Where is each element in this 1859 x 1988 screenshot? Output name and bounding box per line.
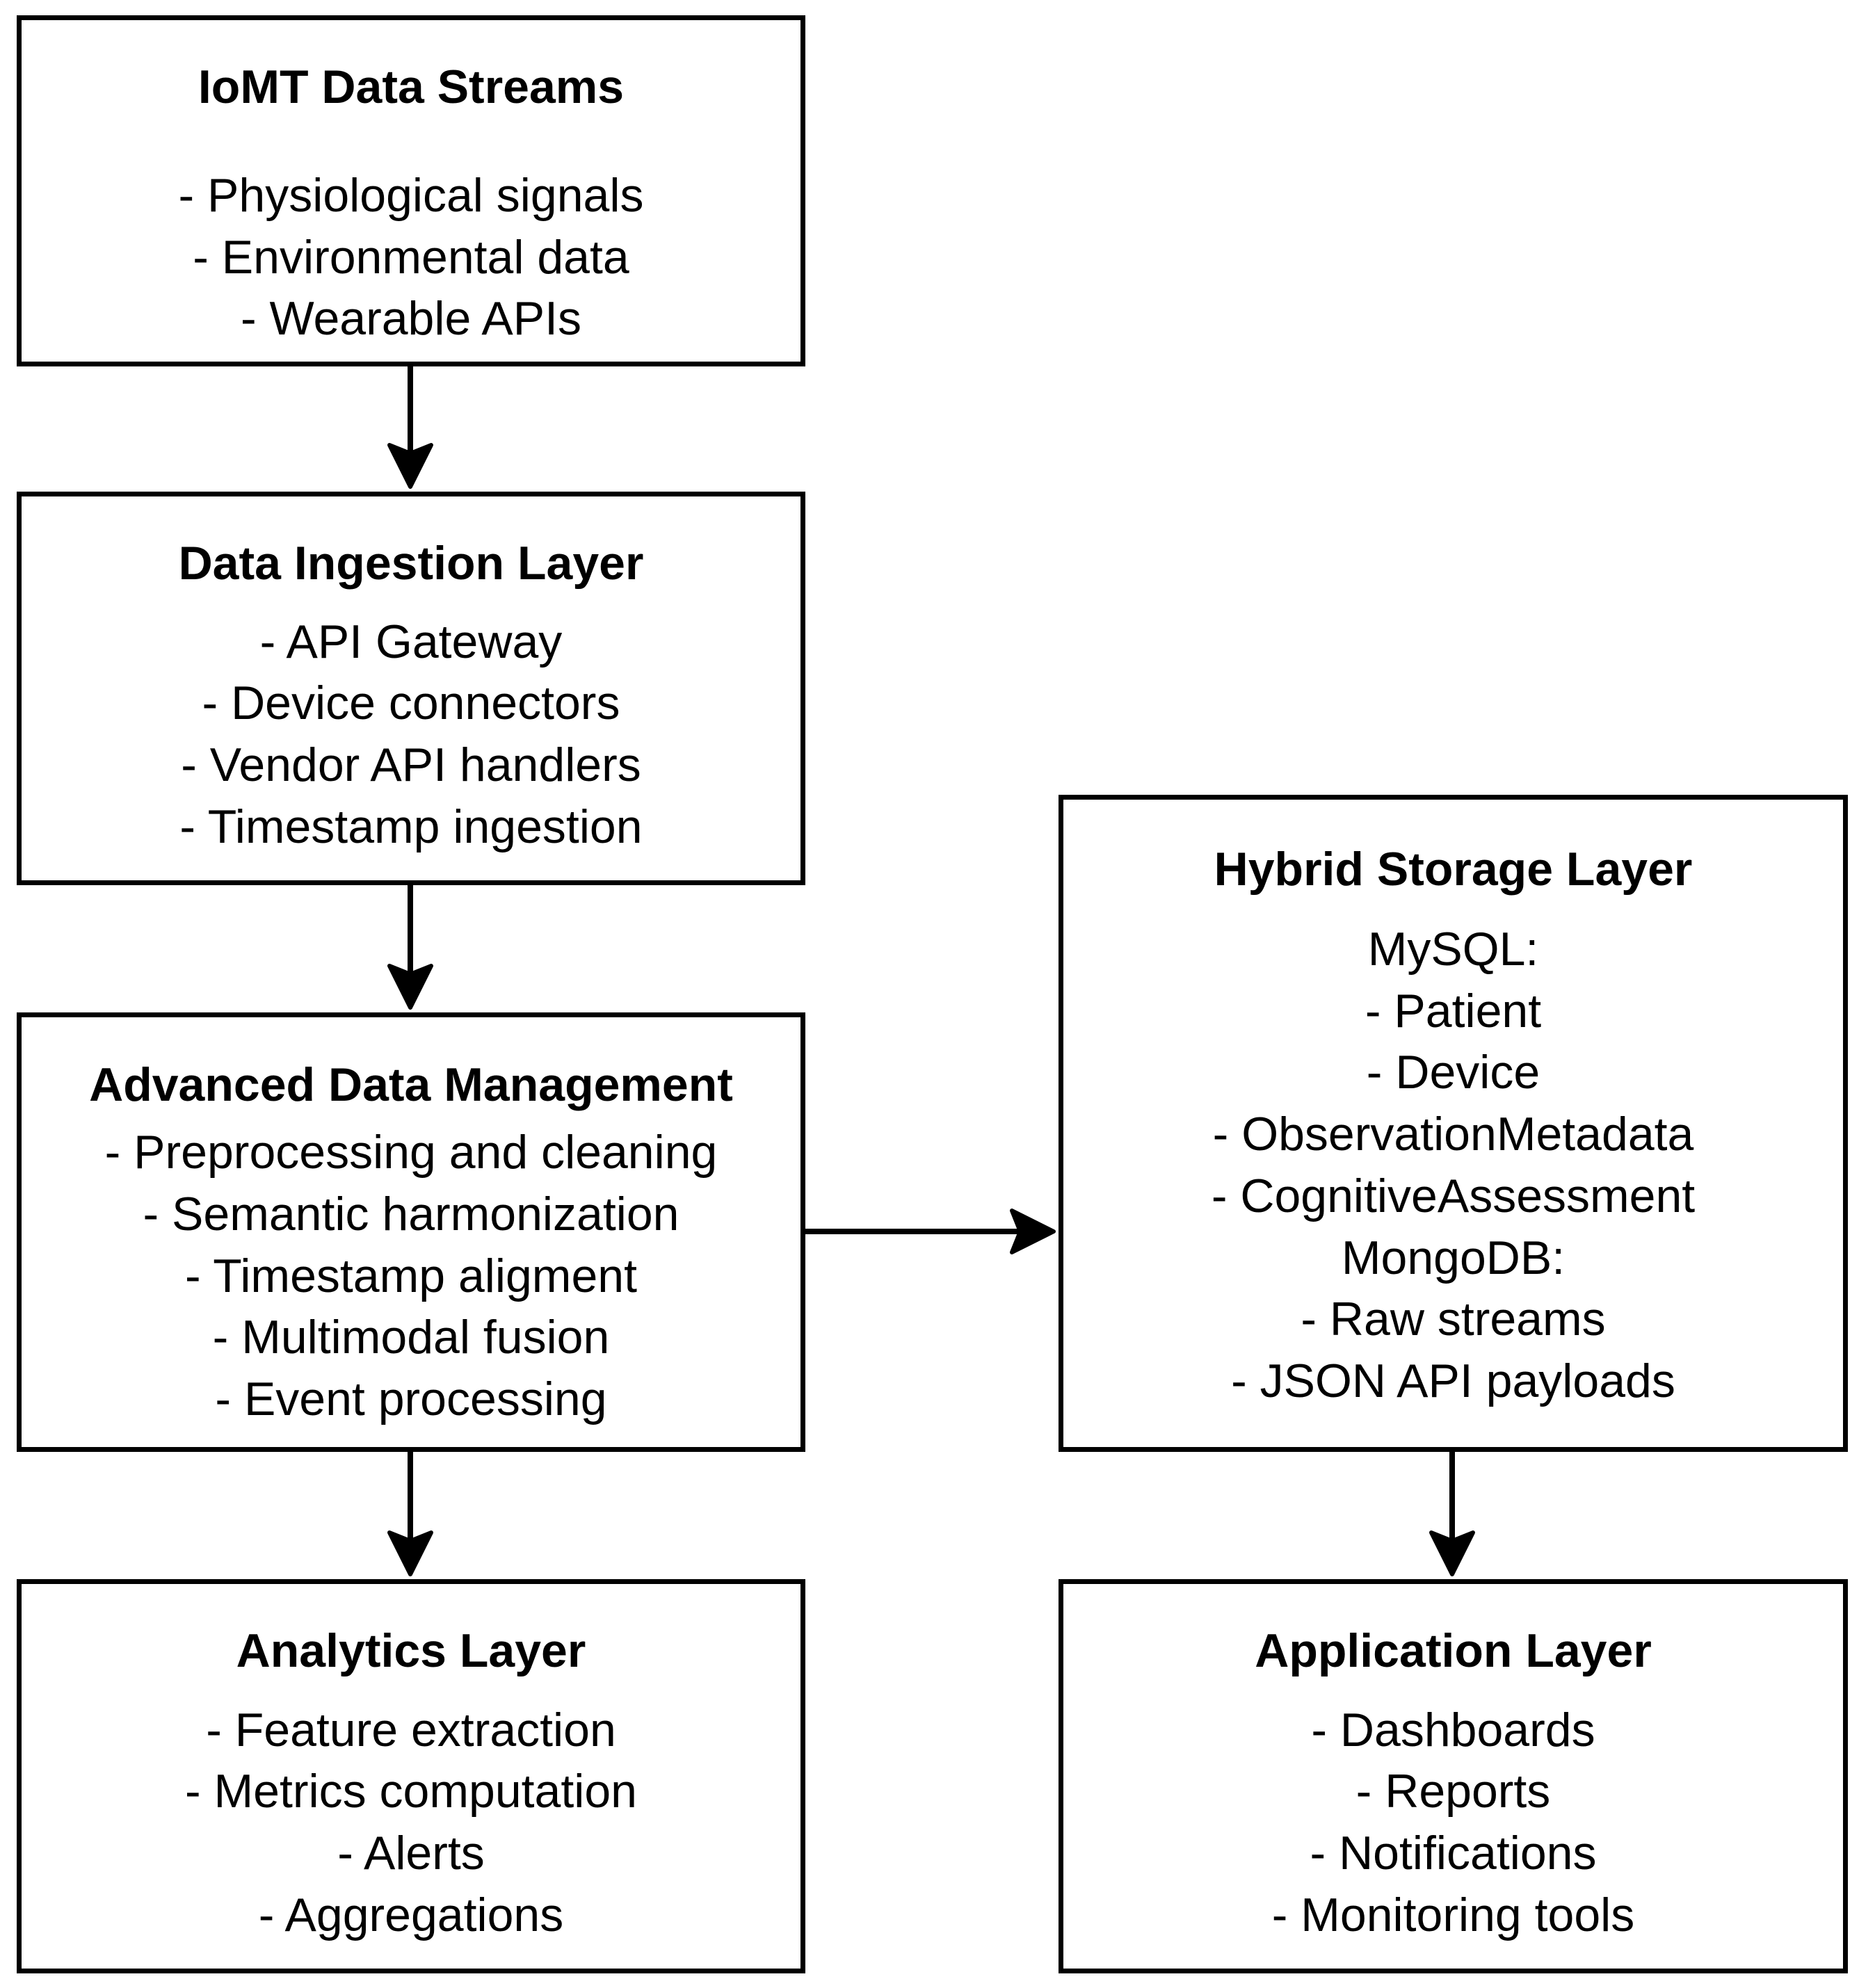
box-line: - Vendor API handlers [181,738,641,791]
box-line: - Event processing [215,1373,607,1425]
box-line: - Reports [1355,1765,1551,1818]
box-line: - API Gateway [259,615,563,668]
box-line: - CognitiveAssessment [1211,1170,1696,1222]
arrowhead-down-icon [387,1530,433,1576]
box-line: - Preprocessing and cleaning [104,1126,718,1179]
data-ingestion-layer-box: Data Ingestion Layer - API Gateway - Dev… [17,492,805,885]
box-line: - JSON API payloads [1231,1355,1675,1407]
arrowhead-down-icon [1429,1530,1475,1576]
hybrid-storage-layer-box: Hybrid Storage Layer MySQL: - Patient - … [1059,795,1848,1452]
box-line: MongoDB: [1341,1231,1566,1284]
box-line: - Aggregations [258,1889,564,1941]
box-title: IoMT Data Streams [198,60,625,113]
box-line: - Raw streams [1301,1293,1606,1345]
box-title: Hybrid Storage Layer [1214,843,1693,896]
box-line: - Timestamp aligment [185,1250,637,1302]
arrowhead-down-icon [387,964,433,1010]
box-line: - Dashboards [1311,1704,1595,1756]
box-title: Analytics Layer [236,1624,586,1677]
box-line: - Semantic harmonization [143,1188,679,1241]
box-line: - Environmental data [193,231,629,284]
box-title: Advanced Data Management [89,1058,733,1111]
box-line: - Metrics computation [185,1765,637,1818]
box-line: - Alerts [337,1827,485,1880]
arrowhead-down-icon [387,443,433,489]
box-line: - Device connectors [202,677,620,729]
box-line: - Feature extraction [206,1704,616,1756]
application-layer-box: Application Layer - Dashboards - Reports… [1059,1579,1848,1973]
box-line: - Multimodal fusion [212,1311,610,1364]
box-line: - Patient [1365,985,1542,1037]
box-line: - ObservationMetadata [1212,1108,1694,1161]
box-line: - Notifications [1310,1827,1597,1880]
box-line: - Device [1366,1046,1540,1099]
box-title: Data Ingestion Layer [178,537,644,590]
box-title: Application Layer [1255,1624,1652,1677]
box-line: - Wearable APIs [240,292,582,345]
advanced-data-management-box: Advanced Data Management - Preprocessing… [17,1012,805,1452]
box-line: - Timestamp ingestion [179,800,643,853]
analytics-layer-box: Analytics Layer - Feature extraction - M… [17,1579,805,1973]
box-line: MySQL: [1367,923,1539,976]
arrowhead-right-icon [1010,1209,1056,1254]
box-line: - Monitoring tools [1271,1889,1635,1941]
box-line: - Physiological signals [178,169,644,222]
iomt-data-streams-box: IoMT Data Streams - Physiological signal… [17,15,805,366]
